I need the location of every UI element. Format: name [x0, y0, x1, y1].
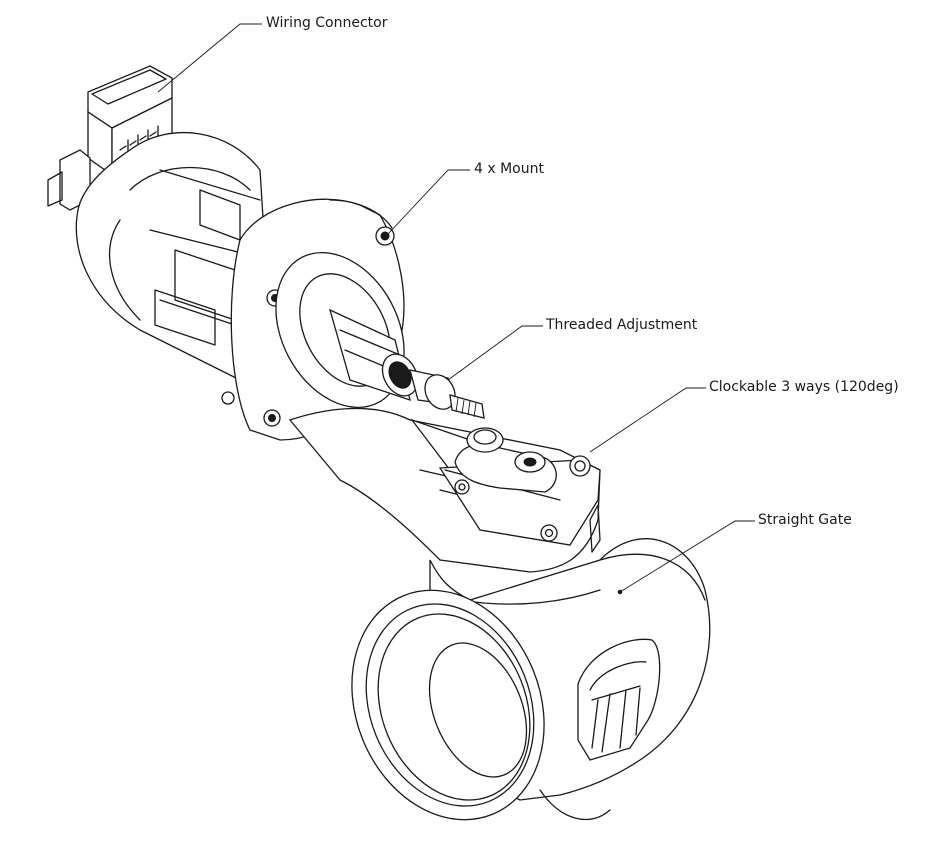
leader-lines: [157, 23, 755, 595]
callout-clockable: Clockable 3 ways (120deg): [709, 379, 899, 395]
callout-straight-gate: Straight Gate: [758, 512, 852, 528]
callout-threaded-adjustment: Threaded Adjustment: [546, 317, 698, 333]
straight-gate-body: [351, 538, 711, 821]
threaded-adjustment-rod: [381, 353, 485, 419]
mounting-bracket: [288, 407, 601, 573]
callout-mount: 4 x Mount: [474, 161, 544, 177]
callout-wiring-connector: Wiring Connector: [266, 15, 388, 31]
actuator-body: [75, 131, 411, 441]
